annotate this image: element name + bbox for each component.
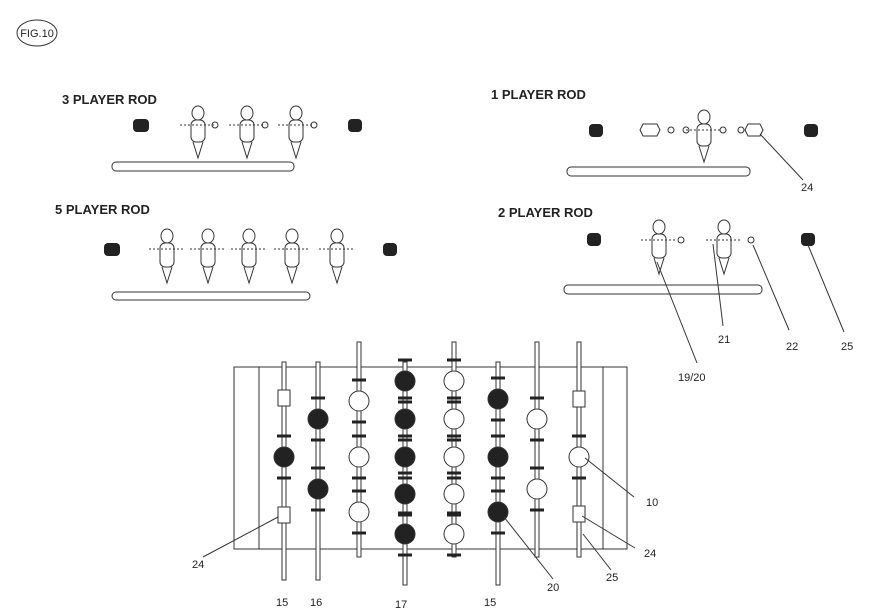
rod-shaft	[566, 166, 751, 177]
leader-line	[807, 244, 845, 333]
callout-16: 16	[310, 597, 322, 609]
table-field	[258, 366, 604, 550]
leader-line	[759, 133, 804, 181]
three-player-rod-title: 3 PLAYER ROD	[62, 92, 157, 107]
bearing-icon	[639, 123, 690, 137]
bearing-icon	[572, 505, 586, 523]
bumper-left-icon	[587, 233, 601, 246]
bumper-left-icon	[133, 119, 149, 132]
figure-label-text: FIG.10	[20, 28, 54, 40]
player-man-icon	[394, 370, 416, 392]
bumper-right-icon	[348, 119, 362, 132]
callout-10: 10	[646, 497, 658, 509]
player-man-icon	[307, 478, 329, 500]
player-man-icon	[394, 483, 416, 505]
bumper-left-icon	[589, 124, 603, 137]
player-man-icon	[394, 523, 416, 545]
bumper-right-icon	[801, 233, 815, 246]
player-man-icon	[487, 446, 509, 468]
player-figure-icon	[149, 228, 185, 285]
player-man-icon	[348, 446, 370, 468]
leader-line	[202, 516, 279, 558]
bearing-icon	[277, 506, 291, 524]
leader-line	[581, 515, 636, 549]
callout-25-bottom: 25	[606, 572, 618, 584]
rod	[281, 361, 287, 581]
five-player-rod-assembly	[104, 228, 397, 301]
callout-24: 24	[801, 182, 813, 194]
player-figure-icon	[641, 219, 685, 276]
two-player-rod-assembly: 21 22 25 19/20	[563, 219, 853, 384]
player-man-icon	[443, 523, 465, 545]
player-man-icon	[348, 390, 370, 412]
figure-label: FIG.10	[16, 19, 58, 47]
player-figure-icon	[180, 105, 219, 160]
leader-line	[582, 533, 612, 571]
player-figure-icon	[274, 228, 310, 285]
rod-shaft	[563, 284, 763, 295]
table-top-view: 24 10 24 20 25 15 16 17 15	[192, 341, 658, 611]
callout-20: 20	[547, 582, 559, 594]
player-man-icon	[394, 408, 416, 430]
callout-15-left: 15	[276, 597, 288, 609]
player-man-icon	[443, 446, 465, 468]
rod	[315, 361, 321, 581]
bumper-right-icon	[383, 243, 397, 256]
bearing-icon	[572, 390, 586, 408]
player-figure-icon	[190, 228, 226, 285]
player-man-icon	[348, 501, 370, 523]
player-man-icon	[526, 478, 548, 500]
rod	[495, 361, 501, 586]
player-man-icon	[273, 446, 295, 468]
leader-line	[712, 243, 724, 327]
bumper-right-icon	[804, 124, 818, 137]
leader-line	[503, 516, 554, 580]
one-player-rod-assembly: 24	[566, 109, 818, 194]
player-man-icon	[526, 408, 548, 430]
five-player-rod-title: 5 PLAYER ROD	[55, 202, 150, 217]
callout-24-right: 24	[644, 548, 656, 560]
callout-15-right: 15	[484, 597, 496, 609]
player-man-icon	[443, 408, 465, 430]
washer-icon	[747, 236, 755, 244]
callout-19-20: 19/20	[678, 372, 706, 384]
rod-shaft	[111, 291, 311, 301]
player-man-icon	[443, 370, 465, 392]
player-figure-icon	[686, 109, 727, 164]
player-figure-icon	[319, 228, 355, 285]
callout-22: 22	[786, 341, 798, 353]
rod-shaft	[111, 161, 295, 172]
two-player-rod-title: 2 PLAYER ROD	[498, 205, 593, 220]
player-man-icon	[487, 501, 509, 523]
bearing-icon	[737, 123, 764, 137]
player-figure-icon	[706, 219, 742, 276]
player-man-icon	[443, 483, 465, 505]
bearing-icon	[277, 389, 291, 407]
leader-line	[584, 457, 635, 498]
three-player-rod-assembly	[111, 105, 362, 172]
player-man-icon	[568, 446, 590, 468]
callout-21: 21	[718, 334, 730, 346]
leader-line	[752, 244, 790, 331]
one-player-rod-title: 1 PLAYER ROD	[491, 87, 586, 102]
player-man-icon	[394, 446, 416, 468]
callout-25: 25	[841, 341, 853, 353]
player-man-icon	[487, 388, 509, 410]
callout-24-left: 24	[192, 559, 204, 571]
players	[273, 358, 590, 557]
bumper-left-icon	[104, 243, 120, 256]
player-figure-icon	[278, 105, 318, 160]
player-man-icon	[307, 408, 329, 430]
player-figure-icon	[229, 105, 269, 160]
rod	[534, 341, 540, 558]
player-figure-icon	[231, 228, 267, 285]
leader-line	[656, 261, 698, 364]
callout-17: 17	[395, 599, 407, 611]
